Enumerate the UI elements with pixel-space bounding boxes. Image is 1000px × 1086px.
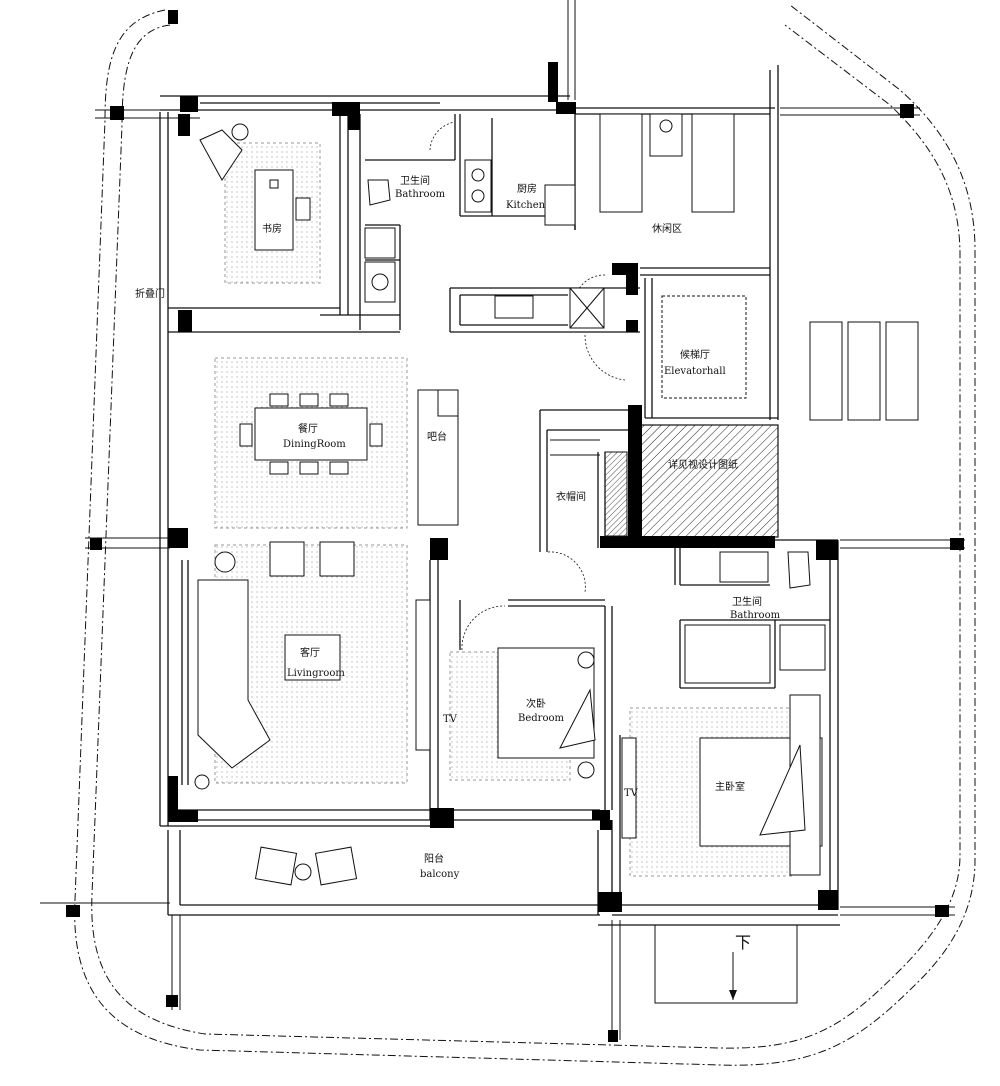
label-folding-door: 折叠门 (135, 287, 165, 300)
label-detail-note: 详见视设计图纸 (668, 458, 738, 471)
label-leisure: 休闲区 (652, 222, 682, 235)
label-tv-bedroom: TV (443, 714, 458, 725)
label-living-cn: 客厅 (300, 646, 320, 659)
label-master-bed: 主卧室 (715, 780, 745, 793)
kitchen-sink (494, 287, 605, 329)
label-second-bed-cn: 次卧 (526, 697, 546, 710)
closet-wall-solid (628, 405, 642, 540)
parking-boxes (809, 321, 919, 421)
stairs-area (654, 924, 798, 1004)
label-bath-top-cn: 卫生间 (400, 174, 430, 187)
leisure-furniture (599, 113, 735, 213)
label-kitchen-en: Kitchen (506, 200, 546, 211)
walls (159, 65, 840, 926)
label-kitchen-cn: 厨房 (517, 182, 537, 195)
label-bath-top-en: Bathroom (395, 189, 446, 200)
detail-hatch-area (639, 424, 779, 538)
master-bath-fixtures (684, 551, 826, 684)
label-balcony-cn: 阳台 (424, 852, 444, 865)
axis-lines (40, 0, 965, 1040)
label-closet: 衣帽间 (556, 490, 586, 503)
label-dining-en: DiningRoom (283, 439, 346, 450)
stairs-arrowhead (729, 990, 737, 1000)
label-bath-master-en: Bathroom (730, 610, 781, 621)
balcony-chairs (254, 846, 358, 886)
label-study: 书房 (262, 222, 282, 235)
columns (66, 10, 964, 1042)
living-furniture (194, 541, 431, 790)
study-furniture (199, 123, 311, 251)
label-bath-master-cn: 卫生间 (732, 595, 762, 608)
closet-hangers (550, 439, 628, 537)
dining-table (239, 393, 383, 475)
closet-bottom-solid (600, 536, 775, 548)
label-living-en: Livingroom (287, 668, 345, 679)
label-stairs-down: 下 (735, 933, 751, 952)
label-tv-master: TV (624, 788, 639, 799)
bar-top (437, 389, 459, 417)
label-balcony-en: balcony (420, 869, 460, 880)
site-boundary (74, 4, 976, 1066)
label-second-bed-en: Bedroom (518, 713, 564, 724)
label-elevator-en: Elevatorhall (664, 366, 726, 377)
elevator-panel (661, 295, 747, 399)
label-elevator-cn: 候梯厅 (680, 348, 710, 361)
label-dining-cn: 餐厅 (298, 422, 318, 435)
bath-top-fixtures (364, 159, 576, 303)
master-bed (621, 694, 823, 876)
second-bed (497, 647, 596, 779)
label-bar: 吧台 (427, 430, 447, 443)
